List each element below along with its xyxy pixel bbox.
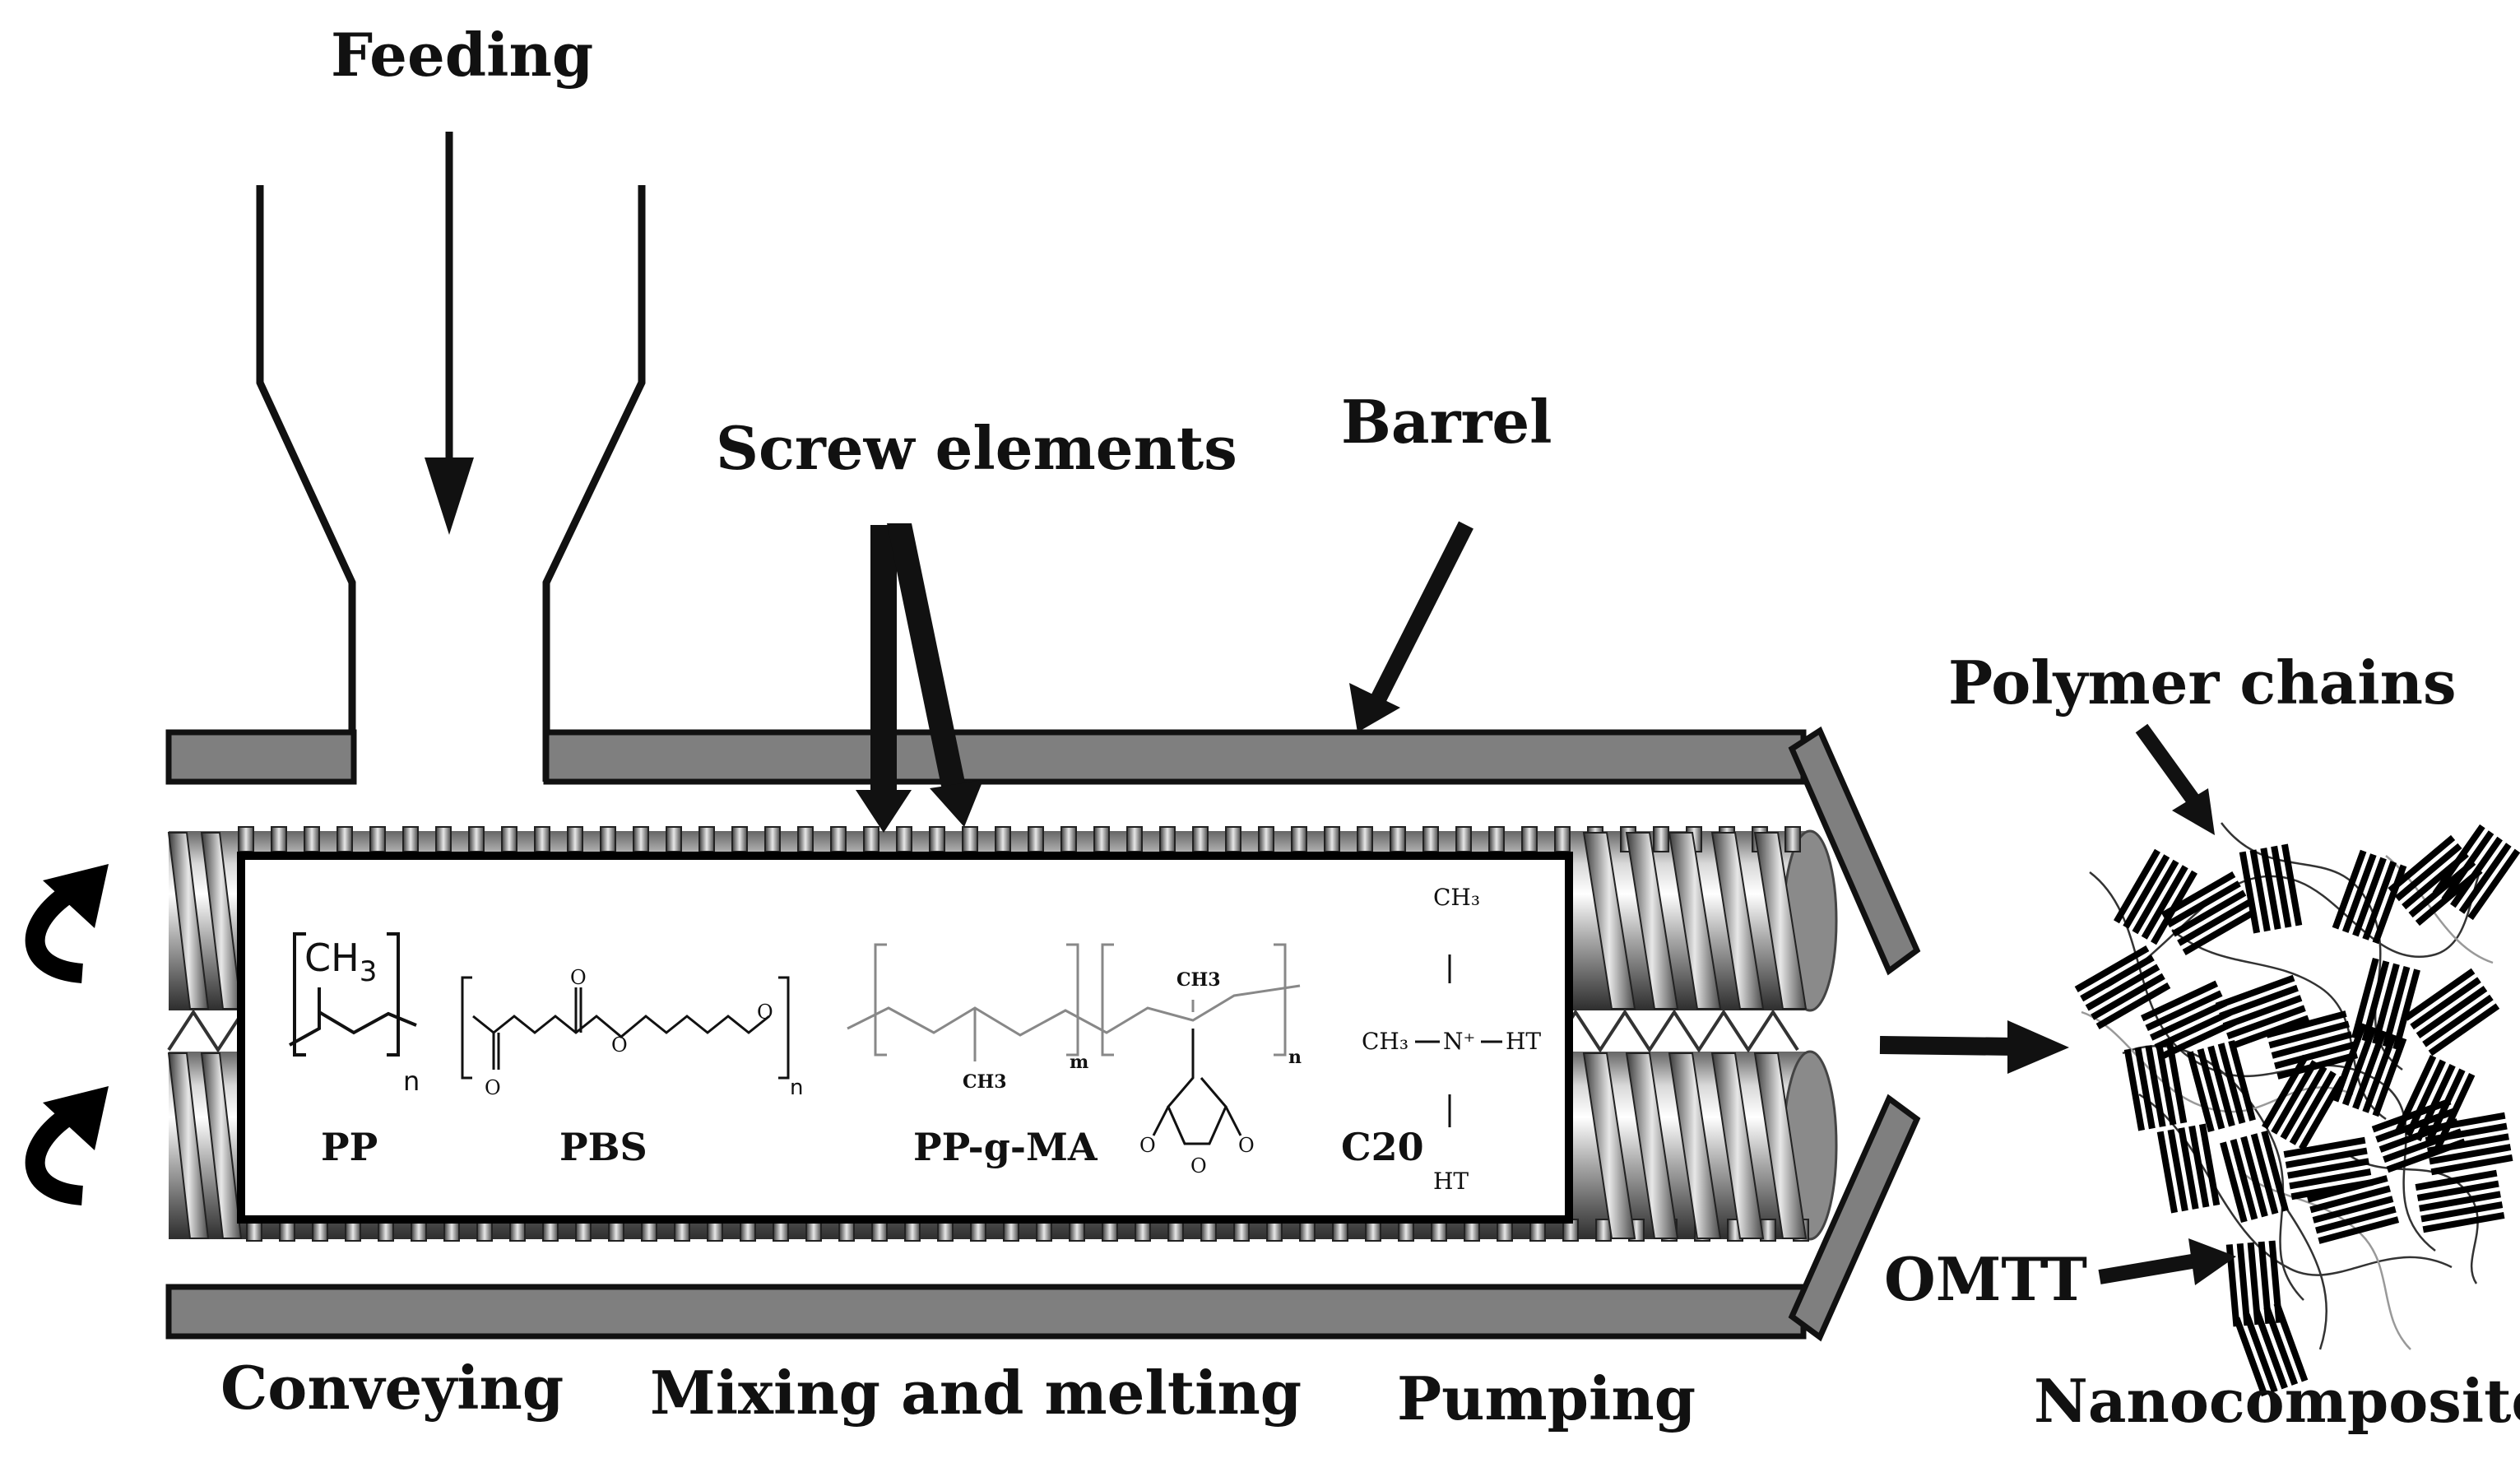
c20-ht-right: HT [1506, 1028, 1541, 1055]
ppgma-ch3-bottom: CH3 [963, 1071, 1007, 1093]
ppgma-oxygen-3: O [1238, 1134, 1255, 1157]
rotation-arrow-bottom [25, 1086, 109, 1205]
pbs-oxygen-1: O [485, 1076, 501, 1099]
rotation-arrow-top [25, 864, 109, 983]
pbs-name: PBS [559, 1125, 647, 1169]
barrel-die-top [1788, 726, 1921, 976]
label-conveying: Conveying [220, 1353, 564, 1423]
c20-structure [1415, 954, 1502, 1127]
c20-name: C20 [1341, 1125, 1424, 1169]
pbs-oxygen-3: O [611, 1033, 628, 1057]
omtt-platelets [2074, 824, 2520, 1397]
label-mixing-and-melting: Mixing and melting [650, 1358, 1302, 1428]
pbs-structure [461, 976, 790, 1080]
screw-elements-arrows [856, 523, 983, 833]
ppgma-ch3-top: CH3 [1176, 969, 1221, 991]
c20-nitrogen: N⁺ [1443, 1028, 1475, 1055]
ppgma-repeat-m: m [1070, 1052, 1088, 1073]
ppgma-oxygen-1: O [1139, 1134, 1156, 1157]
chemical-structures-panel: CH3 n PP O O O O n PBS [237, 852, 1573, 1224]
ppgma-structure [847, 943, 1301, 1145]
ppgma-repeat-n: n [1288, 1047, 1302, 1068]
ppgma-oxygen-2: O [1190, 1154, 1207, 1177]
omtt-arrow [2098, 1238, 2236, 1285]
label-omtt: OMTT [1884, 1244, 2087, 1314]
pp-repeat-n: n [403, 1066, 420, 1097]
polymer-chains-arrow [2135, 723, 2215, 835]
nanocomposite-illustration [2074, 822, 2520, 1397]
barrel-top-right [543, 729, 1807, 785]
pp-methyl-label: CH3 [304, 936, 377, 988]
barrel-arrow [1349, 521, 1473, 732]
c20-ht-bottom: HT [1433, 1168, 1469, 1195]
barrel-bottom [165, 1284, 1807, 1340]
feeding-arrow [425, 132, 474, 535]
barrel-top-left [165, 729, 357, 785]
pbs-repeat-n: n [790, 1075, 803, 1100]
pp-structure [289, 932, 417, 1057]
feed-hopper [256, 185, 646, 782]
pp-name: PP [321, 1125, 378, 1169]
barrel [165, 726, 1921, 1342]
screw-threads [167, 826, 1809, 1242]
c20-ch3-top: CH₃ [1433, 884, 1480, 911]
label-feeding: Feeding [331, 20, 593, 90]
pbs-oxygen-4: O [757, 1001, 773, 1024]
c20-ch3-left: CH₃ [1362, 1028, 1409, 1055]
label-polymer-chains: Polymer chains [1948, 648, 2456, 718]
label-barrel: Barrel [1341, 387, 1552, 457]
label-pumping: Pumping [1397, 1363, 1696, 1433]
pbs-oxygen-2: O [570, 966, 587, 989]
ppgma-name: PP-g-MA [913, 1125, 1098, 1169]
label-nanocomposite: Nanocomposite [2034, 1366, 2520, 1436]
label-screw-elements: Screw elements [716, 413, 1237, 483]
output-arrow [1879, 1020, 2069, 1074]
barrel-die-bottom [1788, 1094, 1921, 1342]
